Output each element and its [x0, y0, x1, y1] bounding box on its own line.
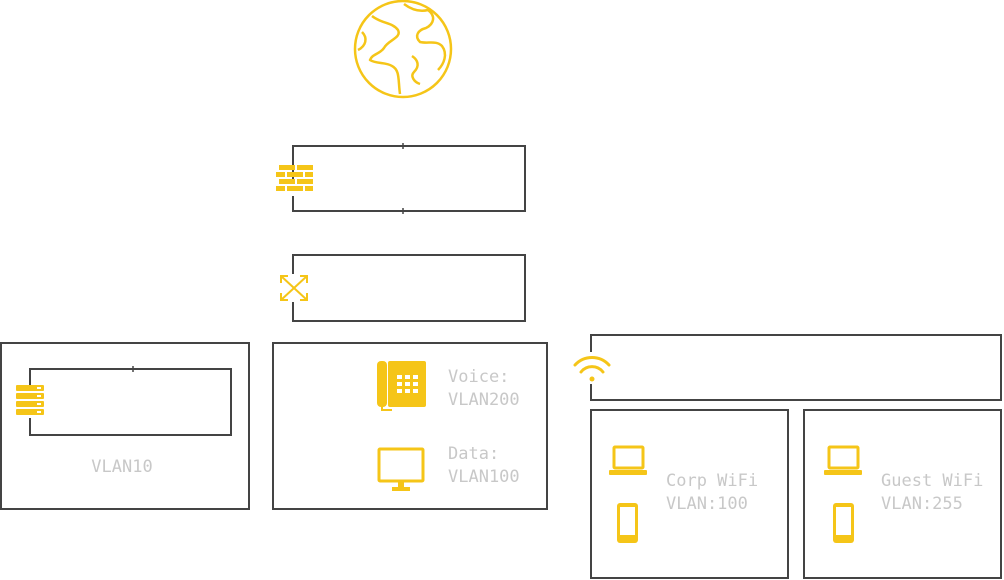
laptop-icon [609, 445, 647, 475]
data-label-line1: Data: [448, 444, 499, 464]
guest-wifi-box [803, 409, 1002, 579]
server-vlan-label: VLAN10 [91, 457, 152, 477]
corp-wifi-label-line2: VLAN:100 [666, 494, 748, 514]
wifi-icon [573, 355, 611, 382]
server-inner-box [29, 368, 232, 436]
smartphone-icon [617, 503, 638, 543]
firewall-icon [276, 165, 313, 191]
switch-icon [280, 275, 308, 301]
laptop-icon [824, 445, 862, 475]
monitor-icon [377, 447, 425, 491]
wired-zone-box [272, 342, 548, 510]
server-rack-icon [16, 385, 44, 415]
switch-box [292, 254, 526, 322]
voice-label-line2: VLAN200 [448, 390, 520, 410]
globe-icon [353, 0, 453, 99]
guest-wifi-label-line1: Guest WiFi [881, 471, 983, 491]
smartphone-icon [833, 503, 854, 543]
server-zone-box [0, 342, 250, 510]
voice-label-line1: Voice: [448, 367, 509, 387]
desk-phone-icon [377, 361, 426, 411]
corp-wifi-box [590, 409, 789, 579]
wireless-box [590, 334, 1002, 401]
firewall-box [292, 145, 526, 212]
corp-wifi-label-line1: Corp WiFi [666, 471, 758, 491]
data-label-line2: VLAN100 [448, 467, 520, 487]
guest-wifi-label-line2: VLAN:255 [881, 494, 963, 514]
